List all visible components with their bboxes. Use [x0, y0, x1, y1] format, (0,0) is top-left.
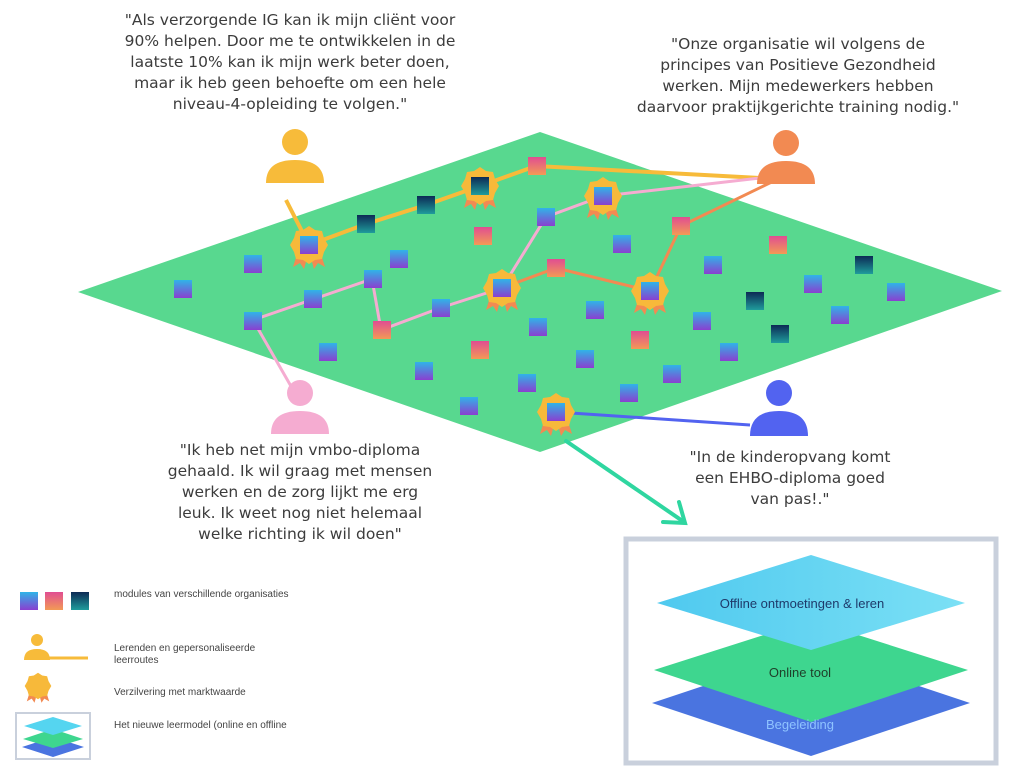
legend-icons: [15, 592, 91, 760]
module-tile-icon: [746, 292, 764, 310]
module-tile-icon: [804, 275, 822, 293]
module-tile-icon: [528, 157, 546, 175]
layer-middle: [654, 620, 968, 722]
module-tile-icon: [304, 290, 322, 308]
award-badge-icon: [584, 177, 622, 220]
module-tile-icon: [663, 365, 681, 383]
module-tile-icon: [631, 331, 649, 349]
module-tile-icon: [417, 196, 435, 214]
module-tile-icon: [831, 306, 849, 324]
arrow-icon: [564, 439, 688, 526]
award-badge-icon: [537, 393, 575, 436]
route-kinderopvang: [555, 410, 751, 427]
learning-field: [78, 132, 1002, 452]
person-icon: [757, 130, 815, 184]
person-icon: [24, 634, 50, 660]
legend-leermodel-label: Het nieuwe leermodel (online en offline: [114, 720, 287, 731]
module-tile-icon: [20, 592, 38, 610]
layer-middle-label: Online tool: [769, 665, 831, 680]
layer-top-label: Offline ontmoetingen & leren: [720, 596, 885, 611]
module-tile-icon: [390, 250, 408, 268]
person-icon: [750, 380, 808, 436]
module-tile-icon: [576, 350, 594, 368]
module-tile-icon: [460, 397, 478, 415]
module-tile-icon: [471, 341, 489, 359]
award-badge-icon: [290, 226, 328, 269]
quote-verzorgende-ig: "Als verzorgende IG kan ik mijn cliënt v…: [124, 11, 456, 113]
award-badge-icon: [631, 272, 669, 315]
module-tile-icon: [71, 592, 89, 610]
person-icon: [271, 380, 329, 434]
quote-vmbo: "Ik heb net mijn vmbo-diploma gehaald. I…: [167, 441, 433, 543]
award-badge-icon: [483, 269, 521, 312]
award-badges: [290, 167, 669, 436]
learning-model-box: Offline ontmoetingen & leren Online tool…: [623, 536, 999, 766]
module-tile-icon: [855, 256, 873, 274]
layer-bottom-label: Begeleiding: [766, 717, 834, 732]
module-tile-icon: [244, 312, 262, 330]
module-tile-icon: [45, 592, 63, 610]
module-tile-icon: [547, 259, 565, 277]
module-tile-icon: [319, 343, 337, 361]
module-tile-icon: [537, 208, 555, 226]
legend-modules-label: modules van verschillende organisaties: [114, 589, 289, 600]
module-tile-icon: [373, 321, 391, 339]
module-tile-icon: [529, 318, 547, 336]
module-tile-icon: [174, 280, 192, 298]
module-tile-icon: [704, 256, 722, 274]
module-tile-icon: [720, 343, 738, 361]
module-tiles: [174, 157, 905, 415]
person-icon: [266, 129, 324, 183]
module-tile-icon: [518, 374, 536, 392]
module-tile-icon: [693, 312, 711, 330]
layer-top: [657, 555, 965, 650]
module-tile-icon: [613, 235, 631, 253]
module-tile-icon: [474, 227, 492, 245]
module-tile-icon: [244, 255, 262, 273]
module-tile-icon: [672, 217, 690, 235]
module-tile-icon: [364, 270, 382, 288]
module-tile-icon: [887, 283, 905, 301]
award-badge-icon: [24, 672, 52, 703]
module-tile-icon: [432, 299, 450, 317]
quote-kinderopvang: "In de kinderopvang komt een EHBO-diplom…: [689, 448, 891, 508]
award-badge-icon: [461, 167, 499, 210]
module-tile-icon: [415, 362, 433, 380]
module-tile-icon: [769, 236, 787, 254]
quote-organisatie: "Onze organisatie wil volgens de princip…: [636, 35, 960, 116]
legend-lerenden-label: Lerenden en gepersonaliseerde leerroutes: [114, 643, 256, 666]
legend-verzilvering-label: Verzilvering met marktwaarde: [114, 687, 246, 698]
module-tile-icon: [771, 325, 789, 343]
module-tile-icon: [620, 384, 638, 402]
module-tile-icon: [357, 215, 375, 233]
module-tile-icon: [586, 301, 604, 319]
